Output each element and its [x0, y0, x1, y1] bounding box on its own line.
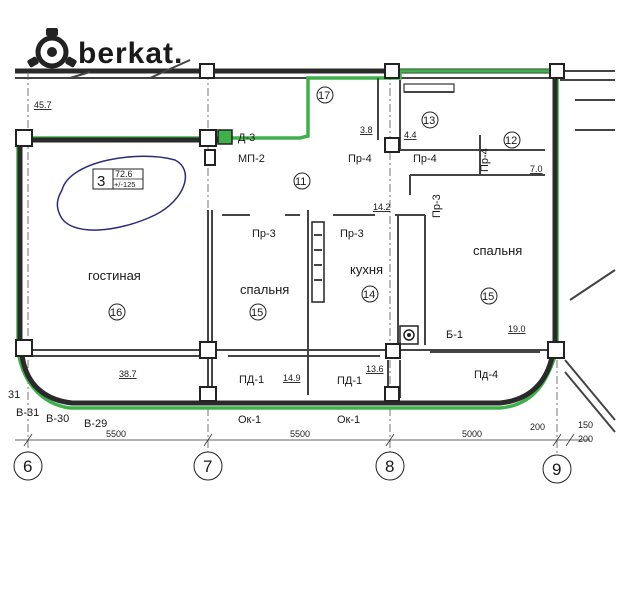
- apartment-area: 72.6: [115, 169, 133, 179]
- dimension-label: 200: [530, 422, 545, 432]
- mark-mp2: МП-2: [238, 153, 265, 165]
- room-number-14: 14: [363, 289, 375, 301]
- interior-walls: [30, 78, 555, 398]
- berkat-logo-icon: [27, 28, 77, 69]
- room-label-living: гостиная: [88, 268, 141, 283]
- mark-pr4: Пр-4: [479, 148, 491, 172]
- dimension-label: 5500: [290, 429, 310, 439]
- mark-b1: Б-1: [446, 329, 463, 341]
- area-value: 14.2: [373, 202, 391, 212]
- area-value: 4.4: [404, 130, 417, 140]
- mark-ok1: Ок-1: [337, 414, 360, 426]
- room-number-16: 16: [110, 307, 122, 319]
- room-number-13: 13: [423, 115, 435, 127]
- room-number-17: 17: [318, 90, 330, 102]
- area-value: 14.9: [283, 373, 301, 383]
- dimension-label: 5500: [106, 429, 126, 439]
- mark-pd1: ПД-1: [337, 375, 362, 387]
- room-labels: гостиная 16 спальня 15 кухня 14 спальня …: [88, 86, 522, 321]
- mark-pr4: Пр-4: [413, 153, 437, 165]
- columns: [15, 63, 565, 402]
- mark-pr4: Пр-4: [348, 153, 372, 165]
- mark-pd1: ПД-1: [239, 374, 264, 386]
- room-number-11: 11: [295, 176, 306, 188]
- room-label-kitchen: кухня: [350, 262, 383, 277]
- mark-d3: Д-3: [238, 132, 255, 144]
- axis-label-6: 6: [23, 457, 32, 476]
- apartment-circle-highlight: [56, 155, 186, 231]
- area-value: 45.7: [34, 100, 52, 110]
- dimension-label: 200: [578, 434, 593, 444]
- apartment-marker: 3 72.6 +/-125: [56, 155, 186, 231]
- mark-31: 31: [8, 389, 20, 401]
- area-value: 38.7: [119, 369, 137, 379]
- area-value: 13.6: [366, 364, 384, 374]
- mark-b29: В-29: [84, 418, 107, 430]
- mark-pd4: Пд-4: [474, 369, 498, 381]
- area-value: 19.0: [508, 324, 526, 334]
- room-label-bedroom-2: спальня: [473, 243, 522, 258]
- area-value: 7.0: [530, 164, 543, 174]
- mark-b30: В-30: [46, 413, 69, 425]
- axis-markers: 6 7 8 9: [13, 451, 572, 484]
- apartment-outline: [16, 69, 559, 410]
- mark-pr3: Пр-3: [431, 194, 443, 218]
- room-label-bedroom-1: спальня: [240, 282, 289, 297]
- mark-ok1: Ок-1: [238, 414, 261, 426]
- room-number-12: 12: [505, 135, 517, 147]
- berkat-logo-text: berkat.: [78, 37, 183, 70]
- apartment-tolerance: +/-125: [114, 180, 135, 189]
- dimension-label: 150: [578, 420, 593, 430]
- element-marks: Д-3 МП-2 Пр-4 Пр-4 Пр-4 Пр-3 Пр-3 Пр-3 Б…: [8, 132, 498, 430]
- area-values: 45.7 3.8 4.4 7.0 14.2 19.0 38.7 14.9 13.…: [34, 100, 543, 383]
- axis-label-8: 8: [385, 457, 394, 476]
- mark-pr3: Пр-3: [340, 228, 364, 240]
- room-number-15-a: 15: [251, 307, 263, 319]
- dimension-label: 5000: [462, 429, 482, 439]
- mark-b31: В-31: [16, 407, 39, 419]
- axis-label-7: 7: [203, 457, 212, 476]
- axis-lines: [27, 72, 558, 455]
- apartment-number: 3: [97, 173, 105, 190]
- room-number-15-b: 15: [482, 291, 494, 303]
- berkat-logo: berkat.: [27, 28, 183, 70]
- area-value: 3.8: [360, 125, 373, 135]
- mark-pr3: Пр-3: [252, 228, 276, 240]
- dimension-chain: 5500 5500 5000 200 150 200: [15, 420, 593, 447]
- right-side-structures: [564, 99, 616, 433]
- axis-label-9: 9: [552, 460, 561, 479]
